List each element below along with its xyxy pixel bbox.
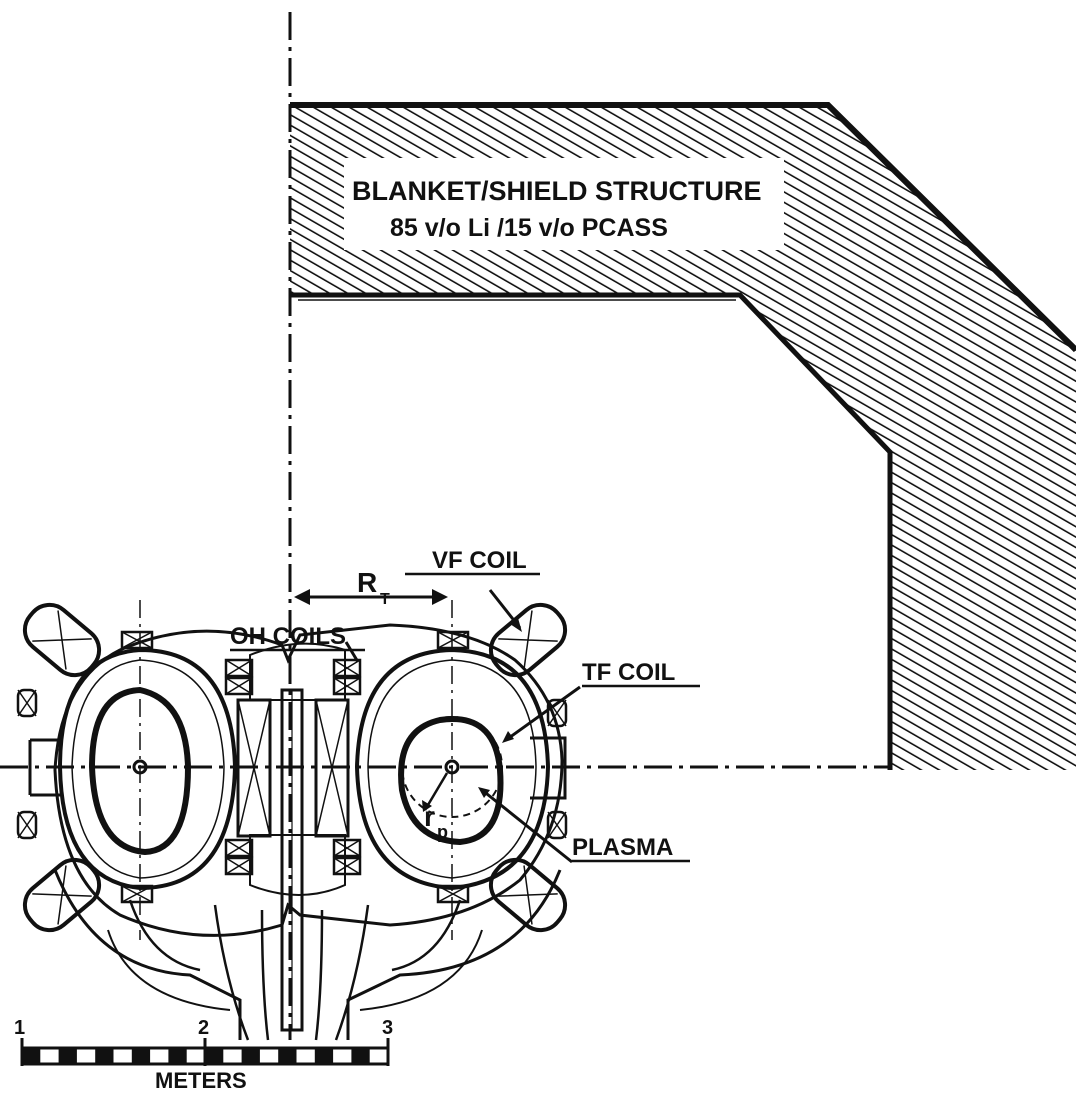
support-legs	[53, 869, 562, 1041]
blanket-shield-structure	[290, 102, 1076, 770]
vf-coils	[22, 602, 568, 933]
scale-bar-segment	[95, 1048, 114, 1064]
scale-tick-label: 3	[382, 1017, 393, 1039]
oh-coils-leader	[344, 641, 360, 663]
blanket-shield-label: BLANKET/SHIELD STRUCTURE	[352, 176, 762, 206]
scale-bar	[20, 1038, 390, 1066]
scale-bar-segment	[205, 1048, 224, 1064]
left-port	[28, 738, 60, 797]
minor-radius-subscript: p	[437, 822, 448, 842]
scale-unit-label: METERS	[155, 1068, 247, 1093]
tf-coil-right	[354, 647, 551, 891]
scale-bar-segment	[22, 1048, 41, 1064]
scale-tick-label: 1	[14, 1017, 25, 1039]
plasma-minor-radius-circle	[401, 716, 503, 818]
plasma-leader	[481, 788, 573, 864]
scale-bar-segment	[131, 1048, 151, 1064]
scale-bar-segment	[351, 1048, 370, 1064]
tf-coil-label: TF COIL	[582, 659, 675, 686]
oh-coils-label: OH COILS	[230, 623, 346, 650]
plasma-right	[398, 716, 504, 846]
scale-bar-segment	[314, 1048, 334, 1064]
tokamak-machine	[16, 602, 568, 1041]
scale-bar-segment	[241, 1048, 260, 1064]
plasma-right-center-mark	[444, 759, 460, 775]
coil-cross-sections	[16, 630, 568, 904]
oh-coil-stack	[236, 642, 350, 1032]
plasma-left	[88, 686, 192, 856]
major-radius-dimension	[294, 589, 448, 605]
scale-bar-segment	[168, 1048, 187, 1064]
vf-coil-label: VF COIL	[432, 547, 527, 574]
plasma-left-center-mark	[132, 759, 148, 775]
scale-bar-segment	[58, 1048, 77, 1064]
major-radius-label: R	[357, 567, 377, 598]
tf-coil-left	[57, 647, 238, 891]
scale-tick-label: 2	[198, 1017, 209, 1039]
tf-coil-leader	[505, 685, 581, 742]
minor-radius-label: r	[424, 801, 435, 832]
blanket-composition-label: 85 v/o Li /15 v/o PCASS	[390, 214, 668, 242]
plasma-label: PLASMA	[572, 834, 673, 861]
leader-lines	[230, 572, 700, 864]
scale-bar-segment	[278, 1048, 297, 1064]
minor-radius-arrow	[423, 772, 449, 811]
right-port	[530, 736, 567, 800]
major-radius-subscript: T	[380, 591, 390, 608]
